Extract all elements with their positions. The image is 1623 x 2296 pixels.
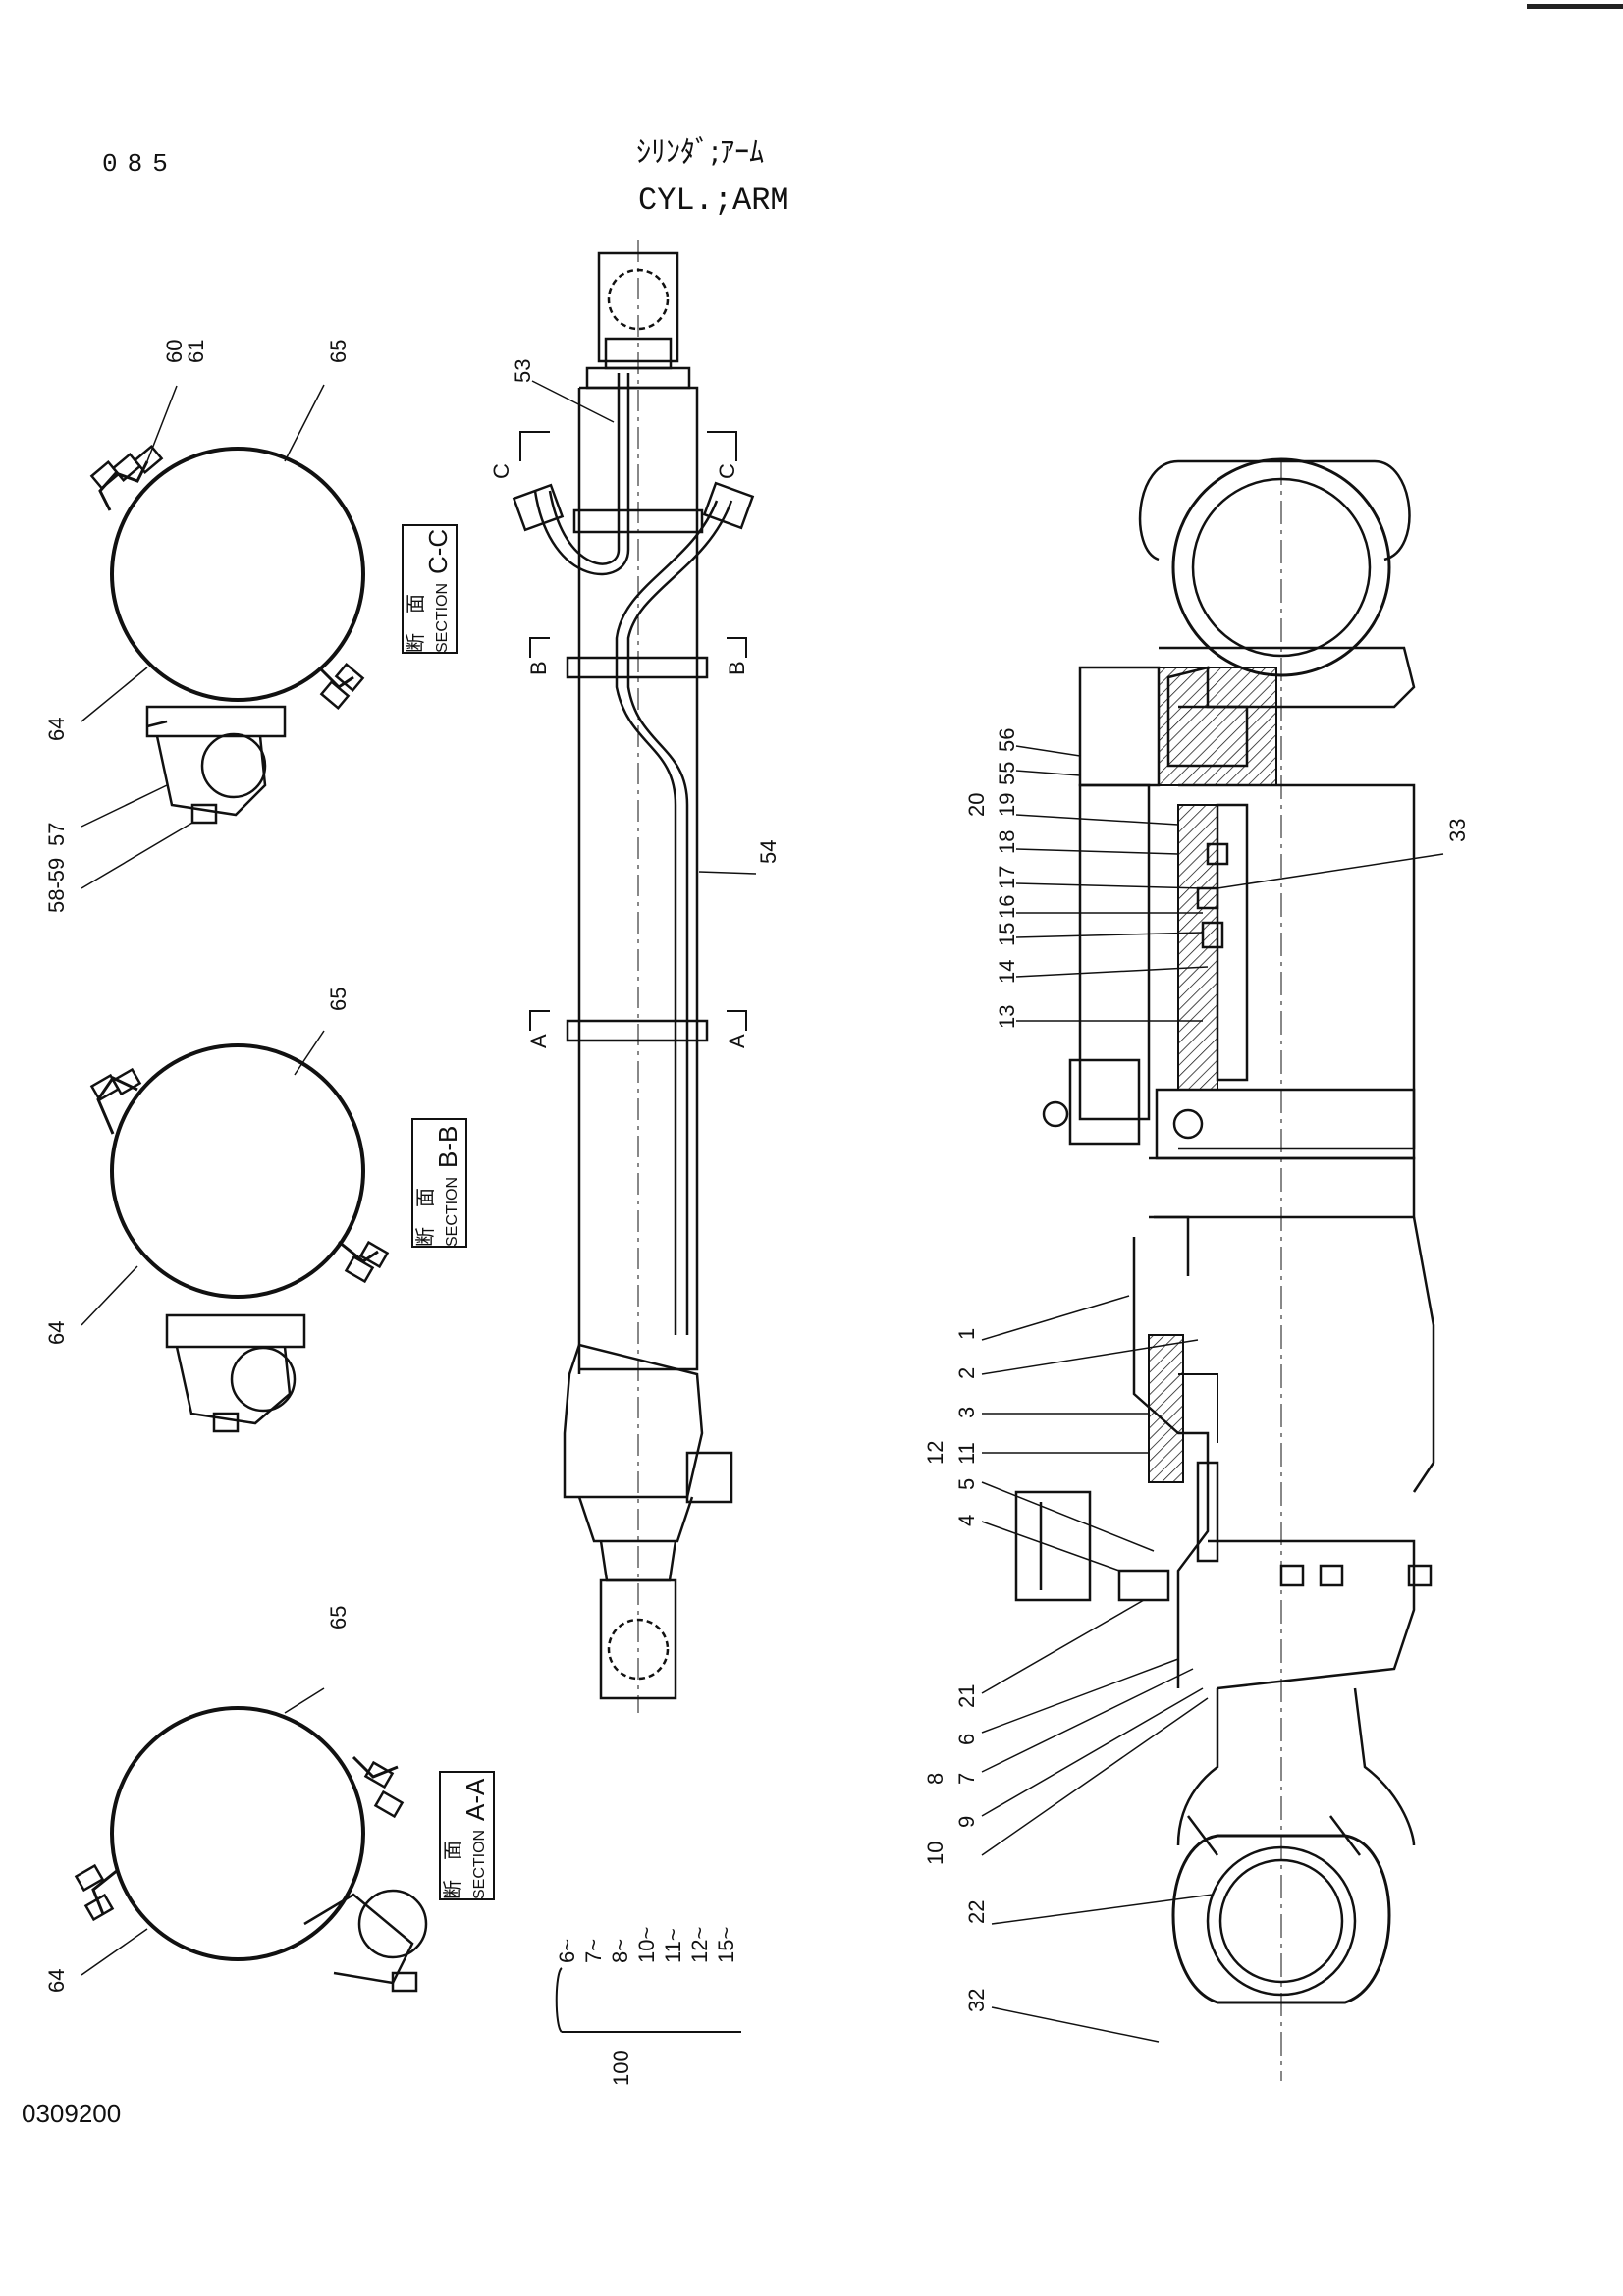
section-cc-letters: C-C: [423, 529, 453, 574]
section-cc-label-box: 断 面 SECTION C-C: [402, 524, 458, 654]
callout-6: 6: [954, 1734, 979, 1745]
callout-58-59: 58-59: [44, 858, 69, 913]
callout-57: 57: [44, 823, 69, 846]
section-bb-label-box: 断 面 SECTION B-B: [411, 1118, 467, 1248]
section-aa-label: SECTION: [471, 1830, 488, 1899]
kit-item-1: 6~: [555, 1939, 579, 1963]
marker-b-left: B: [526, 661, 551, 675]
callout-65-bb: 65: [326, 988, 351, 1011]
callout-3: 3: [954, 1407, 979, 1418]
callout-1: 1: [954, 1328, 979, 1340]
kit-list: 100 6~ 7~ 8~ 10~ 11~ 12~ 15~: [555, 1927, 741, 2086]
kit-item-3: 8~: [608, 1939, 632, 1963]
kit-item-2: 7~: [581, 1939, 606, 1963]
callout-4: 4: [954, 1515, 979, 1526]
section-aa-label-box: 断 面 SECTION A-A: [439, 1771, 495, 1900]
callout-16: 16: [995, 895, 1019, 919]
center-cylinder-view: [512, 240, 755, 1713]
callout-55: 55: [995, 762, 1019, 785]
callout-60: 60: [162, 340, 187, 363]
page-number: 085: [102, 149, 178, 179]
callout-54: 54: [756, 840, 781, 864]
kit-number: 100: [609, 2050, 633, 2086]
title-english: CYL.;ARM: [638, 183, 789, 219]
section-cc-leaders: [81, 384, 325, 889]
section-bb-view: [89, 1043, 390, 1433]
callout-56: 56: [995, 728, 1019, 752]
callout-14: 14: [995, 960, 1019, 984]
section-cc-jp: 断 面: [405, 594, 427, 653]
callout-19: 19: [995, 793, 1019, 817]
section-aa-view: [74, 1706, 428, 1993]
callout-5: 5: [954, 1478, 979, 1490]
callout-64-cc: 64: [44, 718, 69, 741]
section-aa-letters: A-A: [460, 1778, 490, 1821]
section-bb-letters: B-B: [433, 1126, 462, 1168]
callout-15: 15: [995, 923, 1019, 946]
callout-32: 32: [964, 1989, 989, 2012]
callout-64-bb: 64: [44, 1321, 69, 1345]
callout-53: 53: [511, 359, 535, 383]
callout-22: 22: [964, 1900, 989, 1924]
center-leaders: [531, 380, 757, 875]
callout-17: 17: [995, 866, 1019, 889]
marker-c-right: C: [715, 463, 739, 479]
section-bb-jp: 断 面: [414, 1188, 437, 1247]
callout-8: 8: [923, 1773, 947, 1785]
section-aa-jp: 断 面: [442, 1841, 464, 1899]
callout-33: 33: [1445, 819, 1470, 842]
title-japanese: ｼﾘﾝﾀﾞ;ｱｰﾑ: [636, 135, 765, 170]
callout-10: 10: [923, 1842, 947, 1865]
marker-a-left: A: [526, 1034, 551, 1048]
callout-20: 20: [964, 793, 989, 817]
kit-item-6: 12~: [687, 1927, 712, 1963]
kit-item-7: 15~: [714, 1927, 738, 1963]
corner-mark: [1527, 4, 1623, 9]
callout-21: 21: [954, 1684, 979, 1708]
callout-11: 11: [954, 1442, 979, 1465]
callout-7: 7: [954, 1773, 979, 1785]
callout-64-aa: 64: [44, 1969, 69, 1993]
callout-9: 9: [954, 1816, 979, 1828]
section-cc-label: SECTION: [434, 583, 451, 653]
callout-18: 18: [995, 830, 1019, 854]
right-leaders: [981, 745, 1444, 2043]
section-aa-leaders: [81, 1687, 325, 1976]
callout-2: 2: [954, 1367, 979, 1379]
callout-61: 61: [184, 340, 208, 363]
section-cut-markers: [519, 431, 747, 1031]
document-code: 0309200: [22, 2099, 122, 2128]
marker-a-right: A: [725, 1034, 749, 1048]
callout-13: 13: [995, 1005, 1019, 1029]
callout-65-aa: 65: [326, 1606, 351, 1629]
kit-item-4: 10~: [634, 1927, 659, 1963]
callout-12: 12: [923, 1441, 947, 1465]
section-cc-view: [89, 445, 365, 825]
section-bb-label: SECTION: [444, 1177, 460, 1247]
section-bb-leaders: [81, 1030, 325, 1326]
kit-item-5: 11~: [661, 1928, 685, 1963]
right-cross-section: [1014, 457, 1435, 2081]
marker-c-left: C: [489, 463, 514, 479]
callout-65-cc: 65: [326, 340, 351, 363]
marker-b-right: B: [725, 661, 749, 675]
